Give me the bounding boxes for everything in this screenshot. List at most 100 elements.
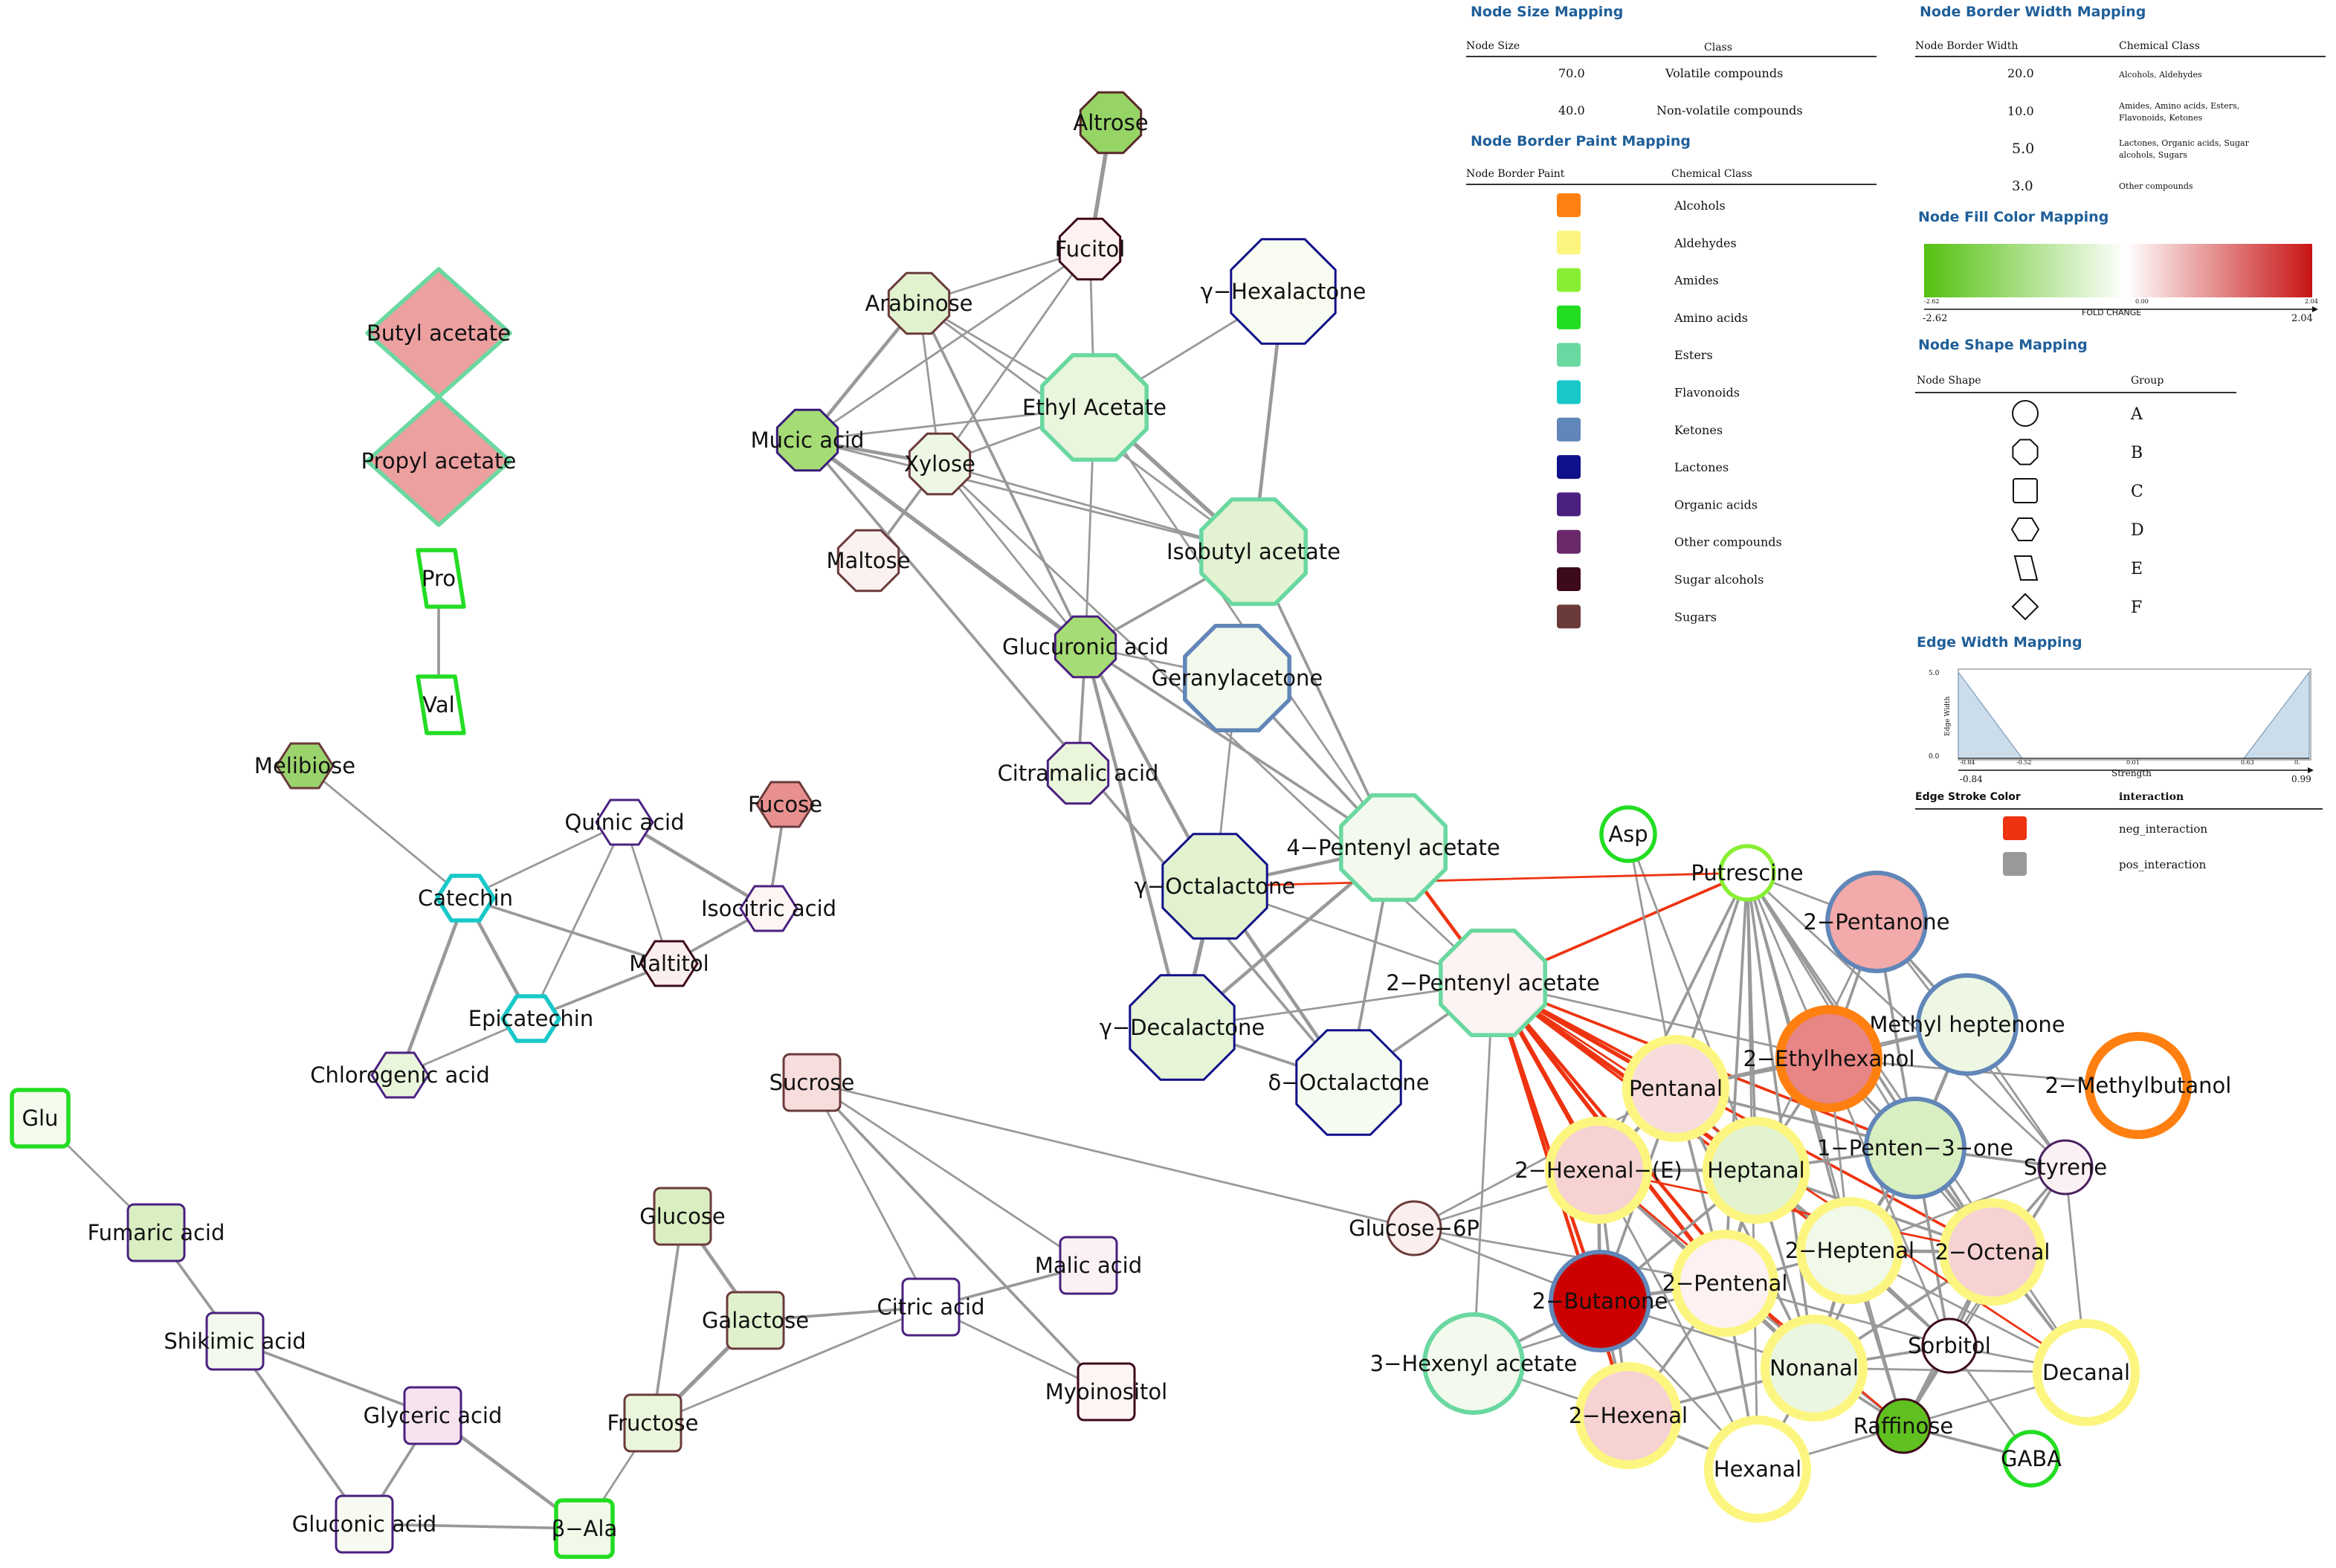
edge-quinic-isocitric xyxy=(622,820,771,911)
node-hexenylacetate[interactable]: 3−Hexenyl acetate xyxy=(1370,1311,1578,1416)
edge-width-y-top: 5.0 xyxy=(1929,670,1940,677)
node-shape xyxy=(1599,805,1657,863)
node-galactose[interactable]: Galactose xyxy=(702,1291,809,1350)
node-isocitric[interactable]: Isocitric acid xyxy=(701,885,836,932)
node-shape xyxy=(1295,1029,1402,1136)
node-fucitol[interactable]: Fucitol xyxy=(1055,217,1126,281)
node-shape xyxy=(1921,1317,1978,1374)
node-glucose[interactable]: Glucose xyxy=(639,1187,726,1246)
node-glucose6p[interactable]: Glucose−6P xyxy=(1349,1200,1480,1256)
node-sucrose[interactable]: Sucrose xyxy=(769,1053,855,1112)
node-pentenylacetate2[interactable]: 2−Pentenyl acetate xyxy=(1386,929,1600,1037)
node-val[interactable]: Val xyxy=(416,674,466,735)
node-arabinose[interactable]: Arabinose xyxy=(865,271,973,335)
node-putrescine[interactable]: Putrescine xyxy=(1691,844,1804,902)
node-hexanal[interactable]: Hexanal xyxy=(1703,1415,1812,1523)
node-shape xyxy=(1548,1249,1652,1353)
node-shape xyxy=(1077,1362,1136,1422)
node-label: Asp xyxy=(1608,822,1648,847)
node-ethylhexanol[interactable]: 2−Ethylhexanol xyxy=(1743,1004,1915,1113)
node-octalactone_g[interactable]: γ−Octalactone xyxy=(1135,833,1295,940)
node-shape xyxy=(1775,1004,1883,1113)
node-decanal[interactable]: Decanal xyxy=(2032,1318,2140,1427)
legend-border-width-value: 10.0 xyxy=(2007,104,2034,118)
node-maltose[interactable]: Maltose xyxy=(827,529,911,593)
node-isobutyl[interactable]: Isobutyl acetate xyxy=(1167,497,1340,606)
node-glyceric[interactable]: Glyceric acid xyxy=(364,1386,503,1445)
node-octenal[interactable]: 2−Octenal xyxy=(1935,1198,2051,1306)
edge-quinic-maltitol xyxy=(623,821,671,965)
node-heptenal[interactable]: 2−Heptenal xyxy=(1785,1196,1914,1305)
node-bala[interactable]: β−Ala xyxy=(552,1498,617,1559)
border-paint-swatch xyxy=(1557,305,1581,329)
node-geranyl[interactable]: Geranylacetone xyxy=(1152,624,1323,732)
node-pentenylacetate4[interactable]: 4−Pentenyl acetate xyxy=(1286,793,1500,902)
node-catechin[interactable]: Catechin xyxy=(418,874,513,923)
legend-border-paint: Node Border Paint Mapping Node Border Pa… xyxy=(1466,133,1877,629)
shape-group-label: A xyxy=(2130,405,2143,424)
node-butanone[interactable]: 2−Butanone xyxy=(1532,1249,1668,1353)
node-label: Raffinose xyxy=(1853,1413,1953,1439)
node-label: δ−Octalactone xyxy=(1268,1070,1429,1095)
node-pro[interactable]: Pro xyxy=(416,548,466,609)
node-shape xyxy=(1544,1116,1653,1225)
node-hexenalE[interactable]: 2−Hexenal−(E) xyxy=(1514,1116,1682,1225)
node-pentenal[interactable]: 2−Pentenal xyxy=(1662,1229,1788,1338)
node-shape xyxy=(836,529,900,593)
node-chlorogenic[interactable]: Chlorogenic acid xyxy=(310,1051,490,1099)
node-citric[interactable]: Citric acid xyxy=(877,1277,985,1337)
node-maltitol[interactable]: Maltitol xyxy=(629,940,709,987)
node-melibiose[interactable]: Melibiose xyxy=(254,742,355,790)
edge-quinic-epicatechin xyxy=(529,821,626,1020)
node-ethylacetate[interactable]: Ethyl Acetate xyxy=(1022,353,1167,462)
node-gluconic[interactable]: Gluconic acid xyxy=(292,1494,436,1554)
node-propylacetate[interactable]: Propyl acetate xyxy=(361,395,517,527)
edge-width-tick: 0.63 xyxy=(2241,759,2254,766)
node-hexenal2[interactable]: 2−Hexenal xyxy=(1569,1361,1688,1470)
node-sorbitol[interactable]: Sorbitol xyxy=(1908,1317,1991,1374)
node-methylheptenone[interactable]: Methyl heptenone xyxy=(1869,972,2065,1077)
node-pentanal[interactable]: Pentanal xyxy=(1622,1034,1730,1143)
node-fumaric[interactable]: Fumaric acid xyxy=(88,1203,225,1262)
node-asp[interactable]: Asp xyxy=(1599,805,1657,863)
node-shikimic[interactable]: Shikimic acid xyxy=(164,1311,306,1371)
legend-shape-col2: Group xyxy=(2131,375,2164,387)
node-nonanal[interactable]: Nonanal xyxy=(1760,1314,1868,1422)
border-paint-label: Lactones xyxy=(1674,460,1729,474)
node-pentenone[interactable]: 1−Penten−3−one xyxy=(1817,1096,2013,1200)
node-pentanone[interactable]: 2−Pentanone xyxy=(1804,870,1950,974)
legend-border-paint-col1: Node Border Paint xyxy=(1466,168,1565,180)
node-citramalic[interactable]: Citramalic acid xyxy=(998,741,1159,805)
node-styrene[interactable]: Styrene xyxy=(2024,1139,2107,1196)
node-quinic[interactable]: Quinic acid xyxy=(564,798,685,846)
node-methylbutanol[interactable]: 2−Methylbutanol xyxy=(2045,1031,2232,1140)
node-myoinositol[interactable]: Myoinositol xyxy=(1045,1362,1167,1422)
node-decalactone[interactable]: γ−Decalactone xyxy=(1100,974,1265,1081)
node-octalactone_d[interactable]: δ−Octalactone xyxy=(1268,1029,1430,1136)
shape-group-label: D xyxy=(2131,521,2144,540)
node-raffinose[interactable]: Raffinose xyxy=(1853,1398,1953,1454)
node-label: Propyl acetate xyxy=(361,448,517,474)
node-epicatechin[interactable]: Epicatechin xyxy=(468,994,593,1043)
node-glu[interactable]: Glu xyxy=(10,1088,71,1149)
shape-group-label: E xyxy=(2131,560,2143,578)
node-altrose[interactable]: Altrose xyxy=(1073,91,1149,155)
node-xylose[interactable]: Xylose xyxy=(904,432,975,496)
node-butylacetate[interactable]: Butyl acetate xyxy=(365,267,512,399)
node-glucuronic[interactable]: Glucuronic acid xyxy=(1002,615,1169,679)
node-heptanal[interactable]: Heptanal xyxy=(1702,1116,1810,1225)
edge-putrescine-sorbitol xyxy=(1746,871,1951,1347)
node-fructose[interactable]: Fructose xyxy=(607,1393,699,1453)
node-malic[interactable]: Malic acid xyxy=(1035,1236,1142,1295)
node-mucic[interactable]: Mucic acid xyxy=(751,408,865,472)
node-fucose[interactable]: Fucose xyxy=(748,781,822,828)
shape-diamond-icon xyxy=(2011,593,2039,621)
edge-width-tick: -0.84 xyxy=(1960,759,1975,766)
fold-change-axis-label: FOLD CHANGE xyxy=(2082,308,2141,317)
node-gaba[interactable]: GABA xyxy=(2001,1430,2062,1488)
node-label: 3−Hexenyl acetate xyxy=(1370,1351,1578,1376)
edge-octenal-hexenalE xyxy=(1597,1169,1994,1254)
edge-gluconic-bala xyxy=(363,1523,586,1530)
node-hexalactone[interactable]: γ−Hexalactone xyxy=(1201,238,1367,345)
node-shape xyxy=(500,994,561,1043)
